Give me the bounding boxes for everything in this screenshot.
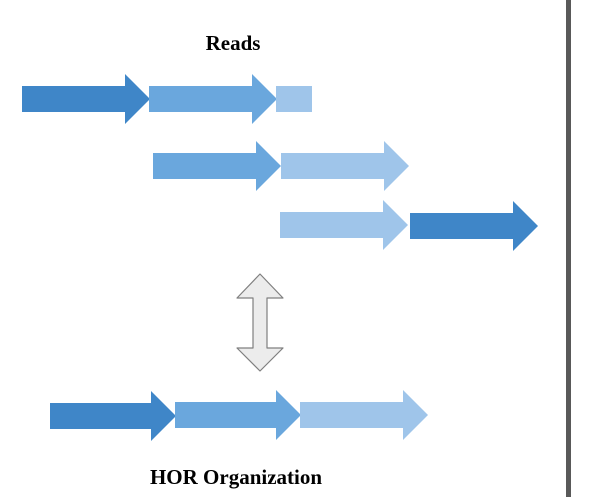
double-arrow-icon <box>236 273 284 372</box>
read-1-arrow-2 <box>149 74 277 124</box>
hor-arrow-1 <box>50 391 176 441</box>
read-1-arrow-3-truncated <box>276 86 312 112</box>
reads-group <box>22 74 538 251</box>
reads-title: Reads <box>206 31 261 55</box>
right-border-line <box>566 0 571 497</box>
hor-arrow-3 <box>300 390 428 440</box>
read-2-arrow-2 <box>281 141 409 191</box>
hor-organization-title: HOR Organization <box>150 465 322 489</box>
read-2-arrow-1 <box>153 141 281 191</box>
hor-organization-group <box>50 390 428 441</box>
read-1-arrow-1 <box>22 74 150 124</box>
read-3-arrow-1 <box>280 200 408 250</box>
read-3-arrow-2 <box>410 201 538 251</box>
hor-arrow-2 <box>175 390 301 440</box>
